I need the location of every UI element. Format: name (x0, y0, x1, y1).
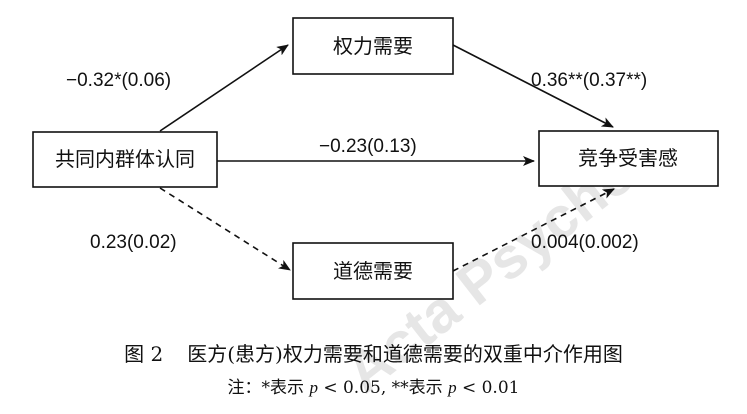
note-p-symbol-2: p (448, 378, 457, 397)
label-power-to-outcome: 0.36**(0.37**) (531, 70, 647, 91)
figure-note: 注：*表示 p < 0.05, **表示 p < 0.01 (0, 373, 747, 398)
node-predictor: 共同内群体认同 (32, 131, 218, 188)
label-predictor-to-moral: 0.23(0.02) (90, 232, 177, 253)
path-predictor-to-moral (159, 187, 291, 271)
node-mediator-power-label: 权力需要 (333, 34, 413, 58)
path-power-to-outcome (452, 44, 614, 128)
figure-number: 图 2 (124, 342, 164, 366)
node-mediator-moral-label: 道德需要 (333, 259, 413, 283)
label-predictor-to-power: −0.32*(0.06) (66, 70, 171, 91)
figure-title: 医方(患方)权力需要和道德需要的双重中介作用图 (187, 342, 623, 366)
note-middle: < 0.05, **表示 (317, 378, 449, 398)
note-prefix: 注：*表示 (227, 378, 310, 398)
node-outcome: 竞争受害感 (538, 130, 719, 187)
path-moral-to-outcome (452, 188, 615, 272)
label-predictor-to-outcome: −0.23(0.13) (319, 136, 417, 157)
node-outcome-label: 竞争受害感 (578, 146, 678, 170)
node-mediator-moral: 道德需要 (292, 242, 454, 300)
figure-caption: 图 2 医方(患方)权力需要和道德需要的双重中介作用图 (0, 338, 747, 367)
node-mediator-power: 权力需要 (292, 17, 454, 75)
path-predictor-to-power (159, 44, 289, 132)
node-predictor-label: 共同内群体认同 (55, 147, 195, 171)
note-p-symbol-1: p (309, 378, 318, 397)
note-suffix: < 0.01 (456, 378, 520, 398)
label-moral-to-outcome: 0.004(0.002) (531, 232, 639, 253)
